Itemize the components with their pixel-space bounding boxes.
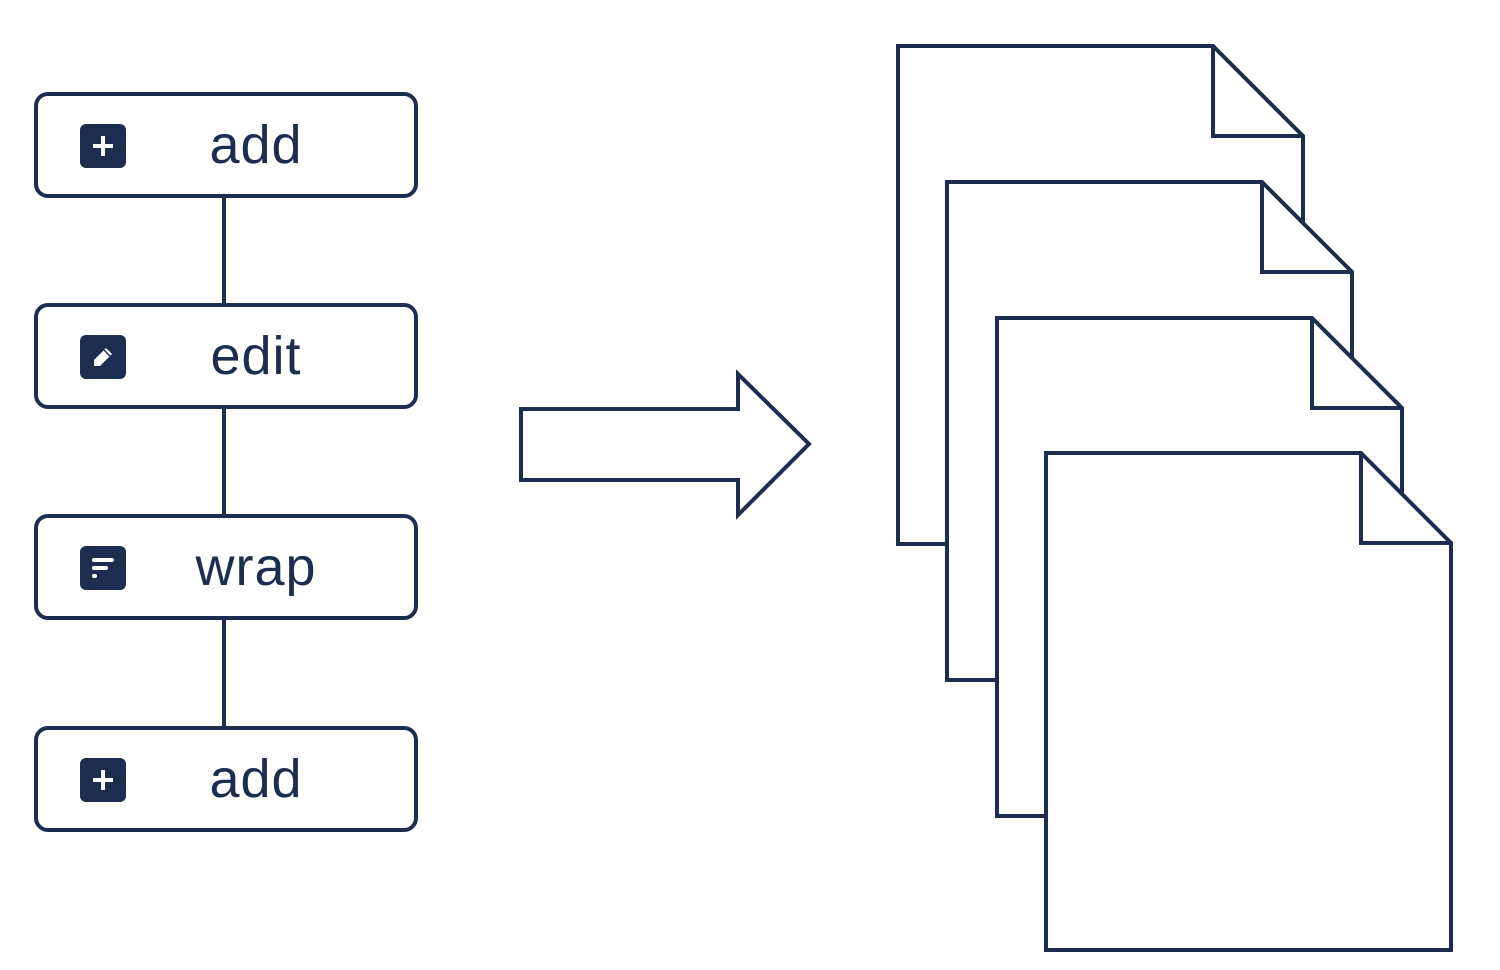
pencil-square-icon (80, 335, 126, 379)
document-page-icon (1044, 451, 1453, 952)
connector-line (222, 196, 226, 304)
step-edit: edit (34, 303, 418, 409)
step-label: add (209, 749, 303, 809)
align-lines-square-icon (80, 546, 126, 590)
step-wrap: wrap (34, 514, 418, 620)
step-add: add (34, 726, 418, 832)
connector-line (222, 408, 226, 516)
step-label: add (209, 115, 303, 175)
connector-line (222, 620, 226, 728)
right-arrow-icon (519, 369, 812, 520)
plus-square-icon (80, 124, 126, 168)
step-label: wrap (195, 537, 317, 597)
plus-square-icon (80, 758, 126, 802)
step-add: add (34, 92, 418, 198)
step-label: edit (210, 326, 302, 386)
